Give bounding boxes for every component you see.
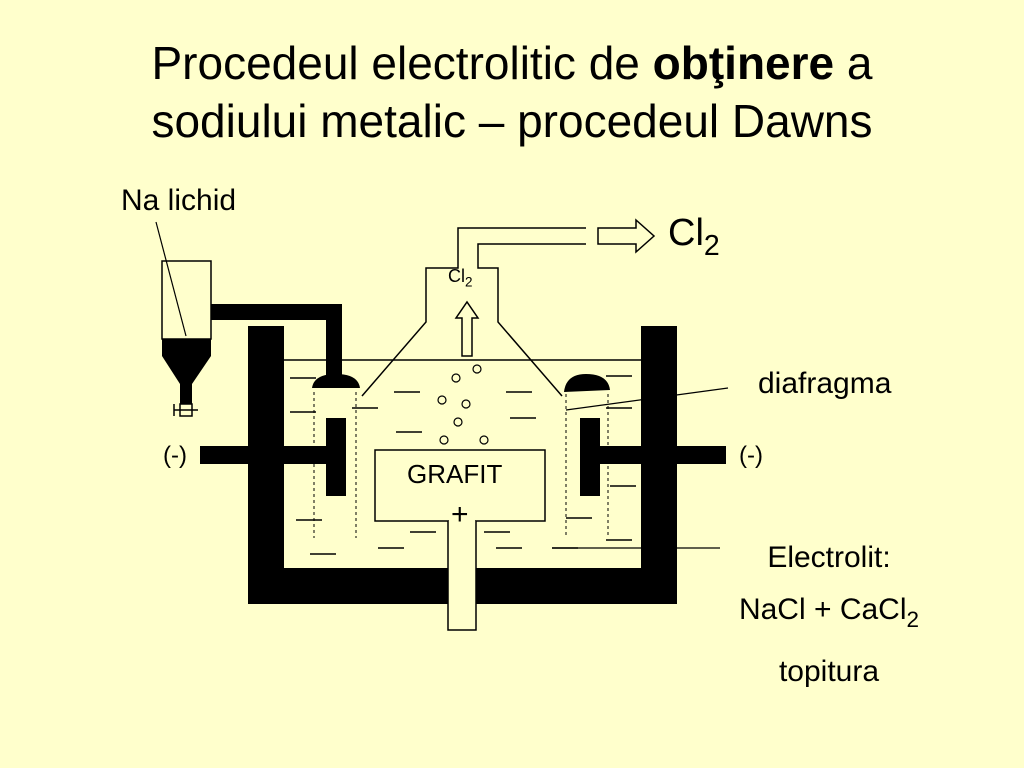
label-cl2-main: Cl2 xyxy=(668,212,720,263)
electrolyte-dashes xyxy=(290,375,636,555)
sodium-outlet-pipe xyxy=(210,304,342,380)
label-electrolit-formula-sub: 2 xyxy=(906,606,920,632)
label-cl2-small: Cl2 xyxy=(448,266,473,290)
title-text-1: Procedeul electrolitic de xyxy=(151,37,653,89)
label-electrolit-line1: Electrolit: xyxy=(767,541,891,574)
cathode-left-rod xyxy=(200,446,340,464)
sodium-dome-right xyxy=(564,374,610,392)
sodium-pipe-horizontal xyxy=(210,304,342,320)
chlorine-hood xyxy=(361,227,586,397)
receiver-liquid-sodium xyxy=(162,339,211,404)
diaphragm-left xyxy=(313,392,357,538)
sodium-receiver xyxy=(161,260,212,417)
label-cathode-left: (-) xyxy=(163,442,187,469)
title-text-2: a xyxy=(834,37,873,89)
label-grafit: GRAFIT xyxy=(407,459,503,489)
anode-block xyxy=(374,449,546,522)
label-cl2-small-text: Cl xyxy=(448,266,465,286)
chlorine-outlet-arrow xyxy=(597,218,656,254)
na-lichid-pointer xyxy=(155,221,187,337)
hood-right-outline xyxy=(477,243,586,397)
label-electrolit: Electrolit: NaCl + CaCl2 topitura xyxy=(700,532,958,698)
cathode-right xyxy=(580,418,726,496)
label-diafragma: diafragma xyxy=(758,367,892,400)
cathode-left-plate xyxy=(326,418,346,496)
label-cl2-main-text: Cl xyxy=(668,212,704,254)
chlorine-bubbles xyxy=(437,364,489,445)
sodium-dome-left xyxy=(312,374,360,388)
diafragma-pointer xyxy=(565,387,729,411)
cathode-left xyxy=(200,418,346,496)
title-bold-word: obţinere xyxy=(652,37,835,89)
label-electrolit-formula: NaCl + CaCl xyxy=(738,593,907,626)
anode-stem xyxy=(447,521,477,631)
label-cathode-right: (-) xyxy=(739,442,763,469)
title-line-2: sodiului metalic – procedeul Dawns xyxy=(151,95,873,147)
slide-title: Procedeul electrolitic de obţinere a sod… xyxy=(0,34,1024,150)
label-na-lichid: Na lichid xyxy=(121,184,237,217)
vessel-left-wall xyxy=(248,326,284,604)
label-anode-plus: + xyxy=(451,498,469,531)
cathode-right-plate xyxy=(580,418,600,496)
label-electrolit-line3: topitura xyxy=(778,654,880,688)
sodium-pipe-vertical xyxy=(326,304,342,380)
title-line-1: Procedeul electrolitic de obţinere a xyxy=(0,34,1024,92)
label-cl2-small-sub: 2 xyxy=(465,274,473,290)
graphite-anode xyxy=(374,449,546,631)
cell-vessel xyxy=(248,326,677,604)
gas-rise-arrow xyxy=(454,300,480,357)
cathode-right-rod xyxy=(582,446,726,464)
label-electrolit-line2: NaCl + CaCl2 xyxy=(700,584,958,646)
hood-left-outline xyxy=(361,227,586,397)
diaphragm-right xyxy=(565,394,609,538)
label-cl2-main-sub: 2 xyxy=(703,229,720,262)
vessel-right-wall xyxy=(641,326,677,604)
